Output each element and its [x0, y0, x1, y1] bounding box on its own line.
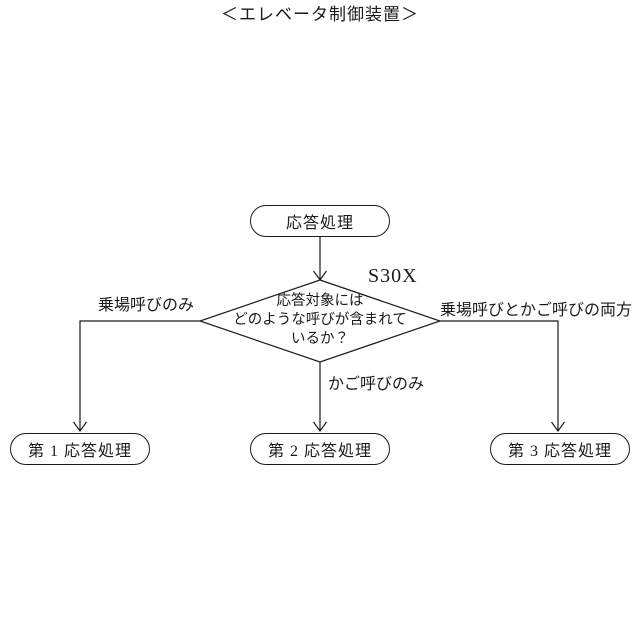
- branch-label-both-calls: 乗場呼びとかご呼びの両方: [440, 302, 633, 319]
- result-node-2: 第 2 応答処理: [250, 433, 390, 465]
- step-label: S30X: [368, 265, 418, 287]
- result-node-1: 第 1 応答処理: [10, 433, 150, 465]
- branch-label-hall-call-only: 乗場呼びのみ: [97, 297, 194, 314]
- branch-label-car-call-only: かご呼びのみ: [328, 376, 425, 393]
- arrowhead-into-result-2-icon: [313, 421, 327, 433]
- start-node: 応答処理: [250, 205, 390, 237]
- connector-right-branch: [440, 320, 559, 430]
- connector-left-branch: [79, 320, 200, 430]
- arrowhead-into-result-3-icon: [551, 421, 565, 433]
- result-node-3: 第 3 応答処理: [490, 433, 630, 465]
- decision-question: 応答対象には どのような呼びが含まれて いるか？: [233, 293, 407, 347]
- diagram-title: ＜エレベータ制御装置＞: [221, 5, 419, 24]
- arrowhead-into-result-1-icon: [73, 421, 87, 433]
